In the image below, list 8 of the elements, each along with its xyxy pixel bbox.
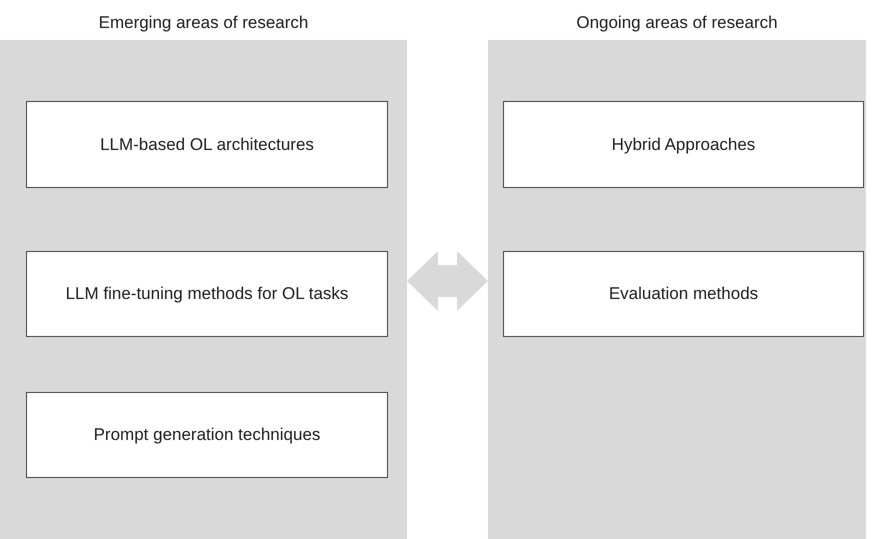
panel-heading: Emerging areas of research — [98, 12, 310, 34]
double-arrow — [407, 251, 488, 311]
topic-box: LLM fine-tuning methods for OL tasks — [26, 251, 388, 337]
topic-box: Prompt generation techniques — [26, 392, 388, 478]
topic-box: Evaluation methods — [503, 251, 864, 337]
panel-heading: Ongoing areas of research — [575, 12, 779, 34]
topic-box: Hybrid Approaches — [503, 101, 864, 188]
topic-box: LLM-based OL architectures — [26, 101, 388, 188]
